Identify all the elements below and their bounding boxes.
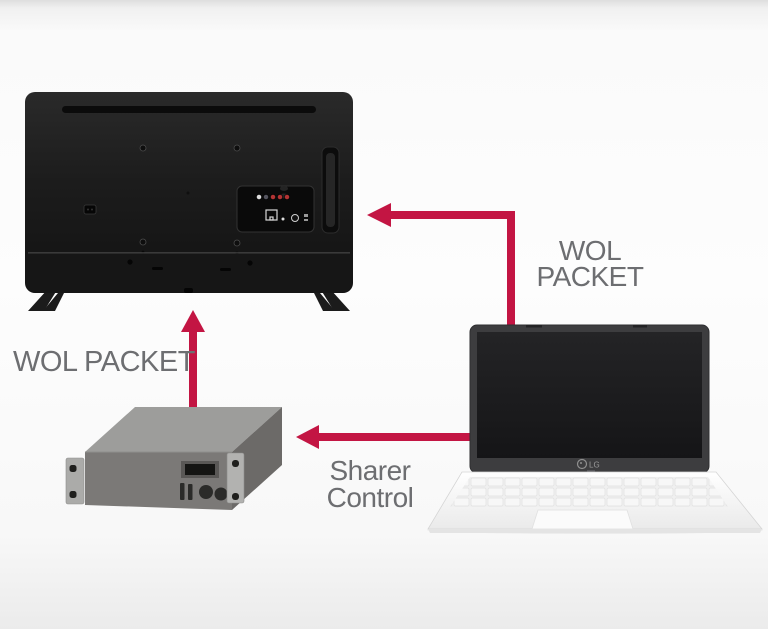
laptop-illustration: LG <box>427 324 763 534</box>
tv-rear-illustration <box>25 92 353 311</box>
box-knobs <box>199 485 228 501</box>
laptop-logo-text: LG <box>589 461 600 470</box>
laptop-touchpad <box>531 509 634 530</box>
box-rack-ear-right <box>226 452 245 504</box>
wol-right-line1: WOL <box>558 235 622 266</box>
laptop-screen <box>477 332 702 458</box>
tv-lan-port-icon <box>265 209 278 221</box>
box-buttons <box>180 483 193 500</box>
tv-vesa-holes <box>139 144 241 247</box>
laptop-base <box>427 471 763 533</box>
box-right-face <box>232 407 282 510</box>
sharer-control-arrow-laptop-to-box <box>296 425 470 449</box>
sharer-line1: Sharer <box>329 455 411 486</box>
arrowhead-left-icon <box>296 425 319 449</box>
sharer-box-illustration <box>65 407 282 510</box>
wol-packet-label-left: WOL PACKET <box>13 346 195 378</box>
sharer-control-label: Sharer Control <box>295 455 445 513</box>
tv-stand-right <box>314 290 350 311</box>
wol-right-line2: PACKET <box>536 261 644 292</box>
tv-power-inlet-icon <box>83 204 97 215</box>
laptop-lg-logo: LG <box>576 458 600 470</box>
box-front-face <box>85 452 232 510</box>
sharer-line2: Control <box>326 482 414 513</box>
wol-packet-left-text: WOL PACKET <box>13 346 195 378</box>
tv-side-handle <box>321 146 340 234</box>
tv-bottom-strip <box>25 252 353 293</box>
wol-arrow-laptop-to-tv <box>367 203 515 330</box>
wol-packet-label-right: WOL PACKET <box>515 235 665 292</box>
box-rack-ear-left <box>65 457 85 505</box>
box-top-face <box>85 407 282 452</box>
arrowhead-up-icon <box>181 310 205 332</box>
box-display <box>181 461 219 478</box>
wol-arrow-box-to-tv <box>181 310 205 407</box>
tv-stand-left <box>28 290 64 311</box>
tv-vent-slot <box>62 106 316 113</box>
laptop-lid <box>469 324 710 474</box>
tv-av-jacks-icon <box>256 194 290 200</box>
tv-ports-panel <box>236 185 315 233</box>
arrowhead-left-icon <box>367 203 391 227</box>
